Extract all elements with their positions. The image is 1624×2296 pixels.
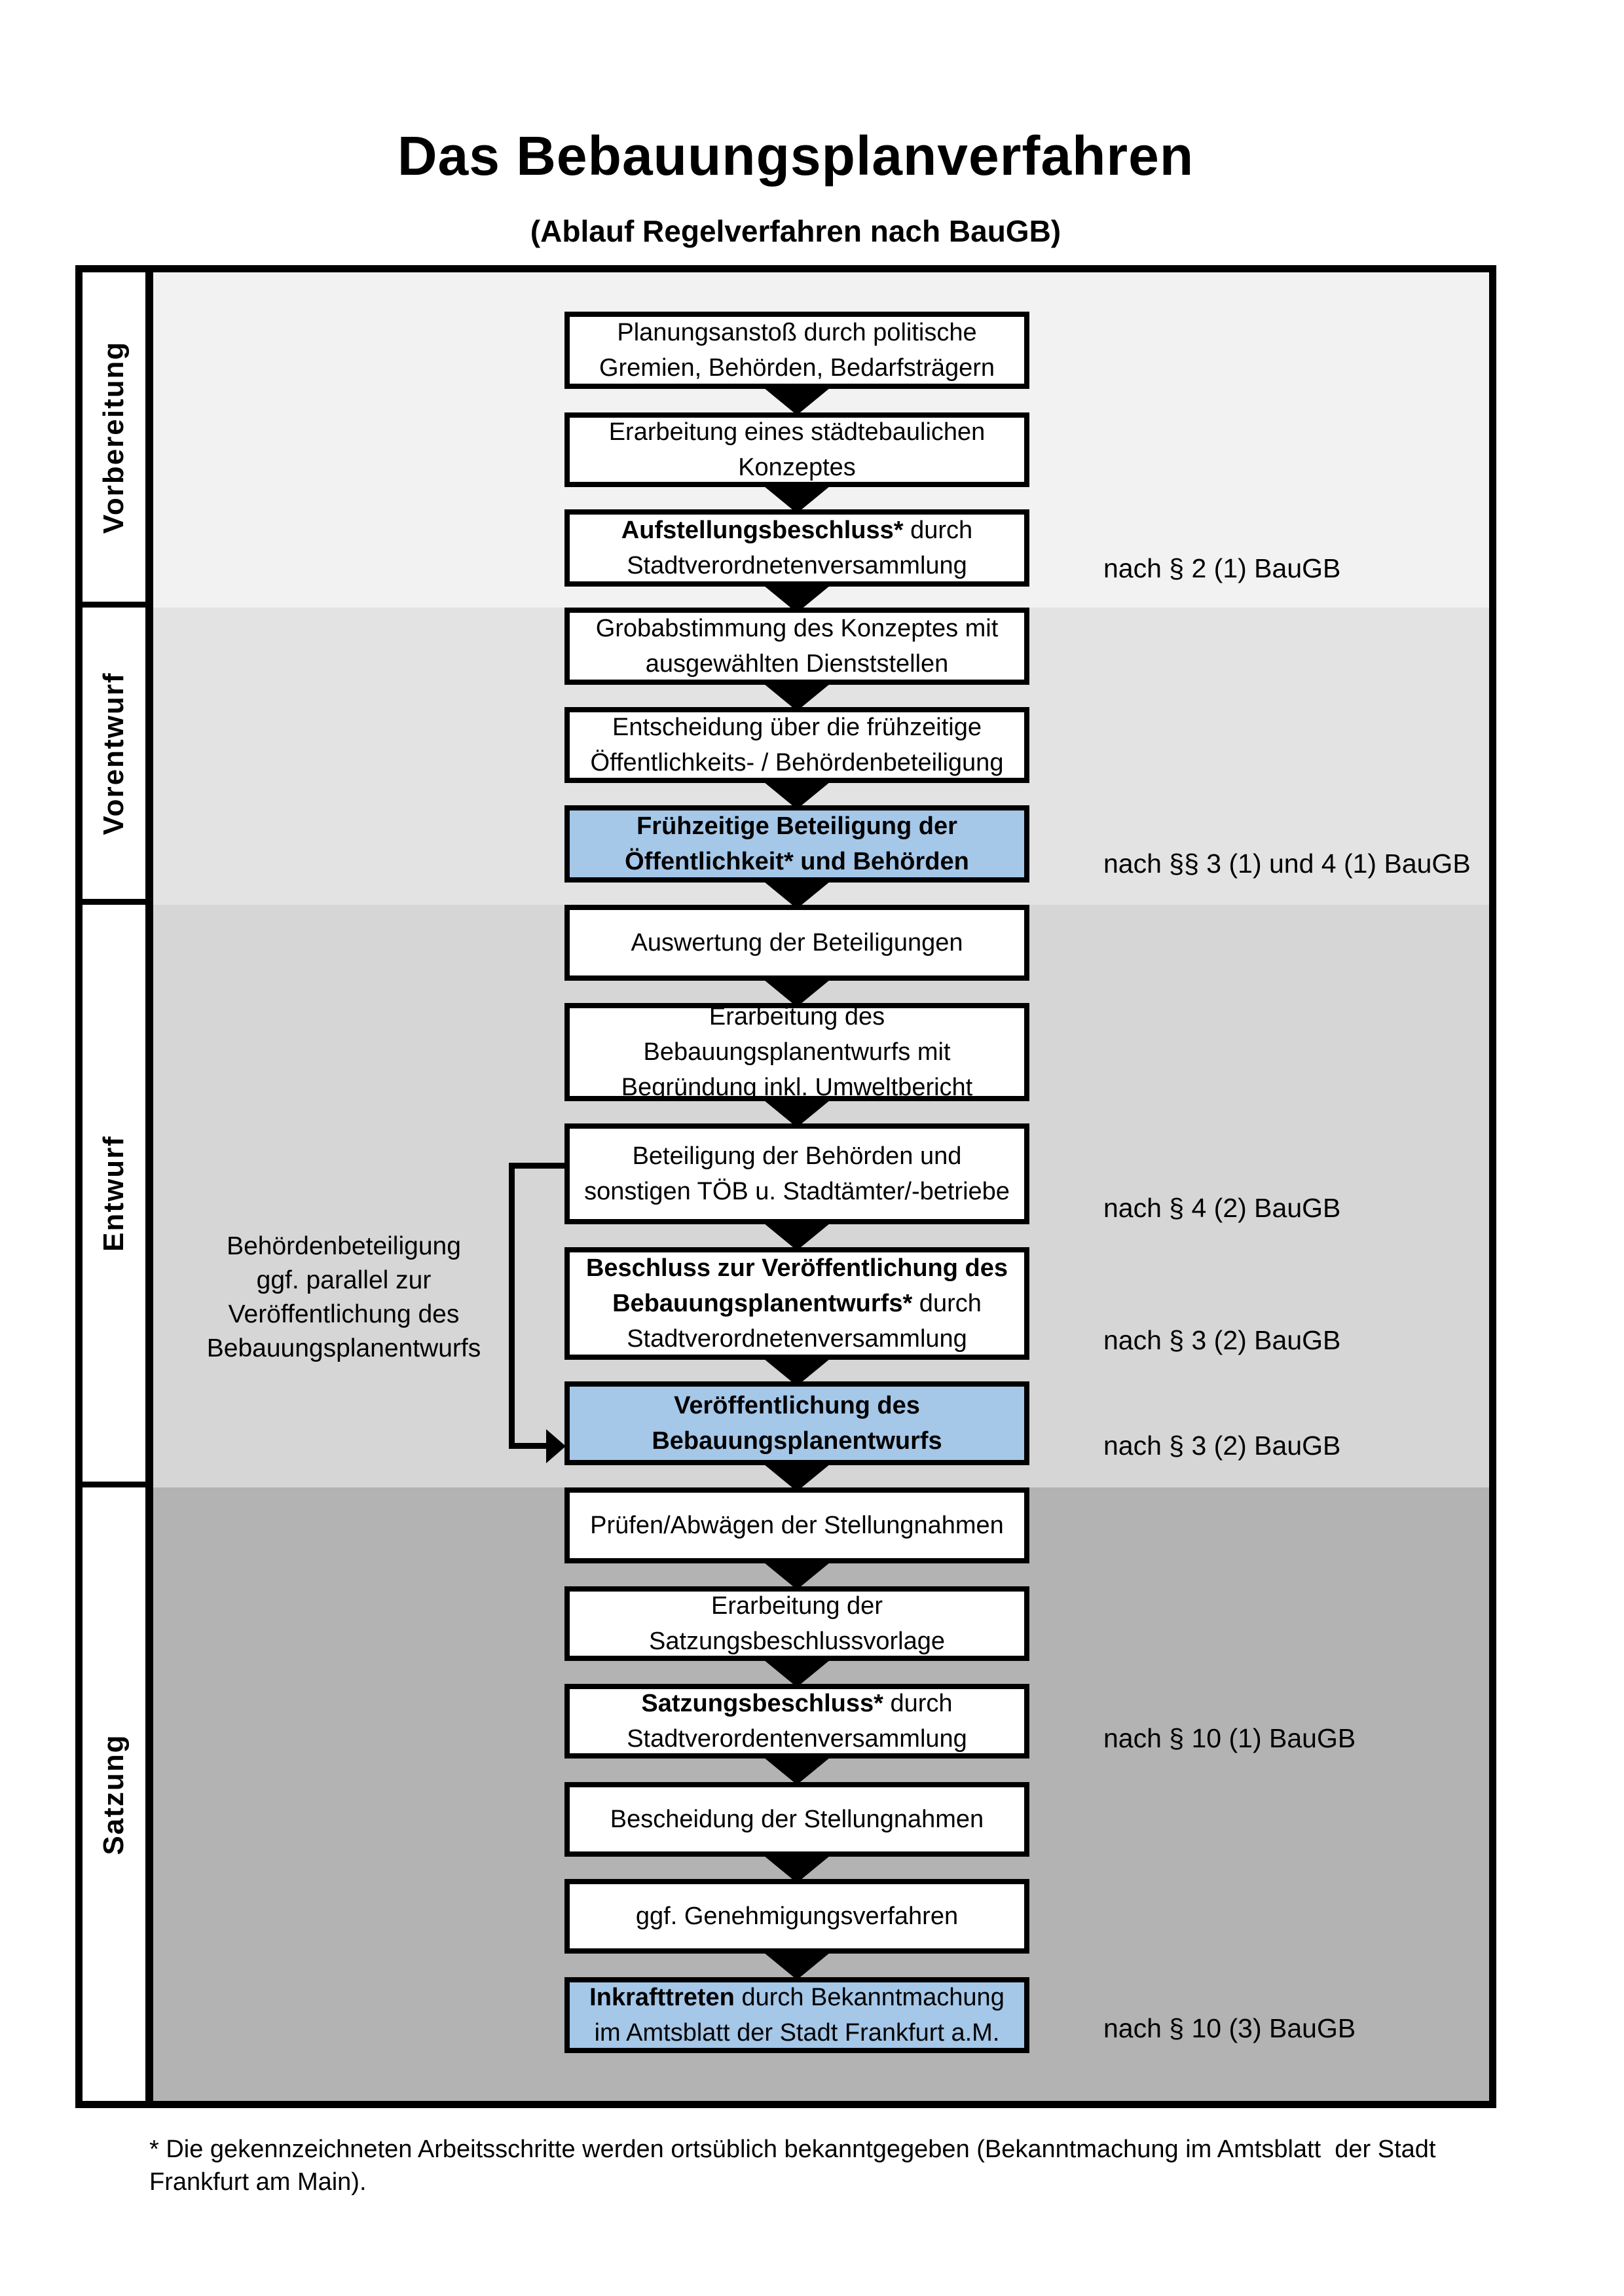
step-text: Bescheidung der Stellungnahmen: [610, 1806, 984, 1833]
step-text: Auswertung der Beteiligungen: [631, 929, 963, 957]
flow-arrow-down-icon: [760, 779, 834, 809]
legal-reference: nach § 3 (2) BauGB: [1103, 1430, 1341, 1461]
legal-reference: nach § 10 (3) BauGB: [1103, 2013, 1356, 2043]
bracket-line-vertical: [509, 1163, 515, 1449]
phase-cell-entwurf: Entwurf: [83, 905, 145, 1487]
phase-cell-vorbereitung: Vorbereitung: [83, 272, 145, 608]
phase-label-entwurf: Entwurf: [98, 1135, 130, 1252]
legal-reference: nach § 2 (1) BauGB: [1103, 553, 1341, 583]
flow-arrow-down-icon: [760, 977, 834, 1007]
side-note-line: Bebauungsplanentwurfs: [206, 1334, 481, 1362]
flow-arrow-down-icon: [760, 1853, 834, 1883]
legal-reference: nach §§ 3 (1) und 4 (1) BauGB: [1103, 848, 1471, 879]
step-pruefen-abwaegen: Prüfen/Abwägen der Stellungnahmen: [564, 1487, 1029, 1563]
flow-arrow-down-icon: [760, 1097, 834, 1127]
legal-reference: nach § 3 (2) BauGB: [1103, 1325, 1341, 1355]
step-bescheidung: Bescheidung der Stellungnahmen: [564, 1782, 1029, 1857]
phase-label-column: Vorbereitung Vorentwurf Entwurf Satzung: [83, 272, 145, 2101]
flow-arrow-down-icon: [760, 1950, 834, 1980]
phase-label-vorbereitung: Vorbereitung: [98, 340, 130, 534]
phase-label-satzung: Satzung: [98, 1733, 130, 1855]
page-subtitle: (Ablauf Regelverfahren nach BauGB): [530, 214, 1061, 248]
legal-reference: nach § 10 (1) BauGB: [1103, 1723, 1356, 1753]
flow-arrow-down-icon: [760, 483, 834, 513]
footnote-line-2: Frankfurt am Main).: [149, 2168, 367, 2196]
phase-cell-vorentwurf: Vorentwurf: [83, 608, 145, 905]
step-text: ggf. Genehmigungsverfahren: [635, 1903, 959, 1930]
step-text: Prüfen/Abwägen der Stellungnahmen: [590, 1512, 1004, 1539]
step-auswertung: Auswertung der Beteiligungen: [564, 905, 1029, 981]
flow-arrow-down-icon: [760, 1755, 834, 1785]
page-title: Das Bebauungsplanverfahren: [397, 125, 1194, 187]
flow-arrow-down-icon: [760, 385, 834, 415]
phase-cell-satzung: Satzung: [83, 1487, 145, 2101]
bracket-arrow-right-icon: [546, 1429, 566, 1463]
step-genehmigungsverfahren: ggf. Genehmigungsverfahren: [564, 1879, 1029, 1954]
flow-arrow-down-icon: [760, 1461, 834, 1491]
side-note-line: ggf. parallel zur: [256, 1266, 432, 1294]
side-note-line: Veröffentlichung des: [228, 1300, 460, 1328]
flow-arrow-down-icon: [760, 1657, 834, 1687]
flow-arrow-down-icon: [760, 879, 834, 909]
flow-arrow-down-icon: [760, 681, 834, 711]
flow-arrow-down-icon: [760, 1220, 834, 1250]
flow-arrow-down-icon: [760, 1559, 834, 1590]
footnote-line-1: * Die gekennzeichneten Arbeitsschritte w…: [149, 2136, 1436, 2163]
side-note-behoerdenbeteiligung: Behördenbeteiligung ggf. parallel zur Ve…: [203, 1230, 485, 1366]
phase-label-vorentwurf: Vorentwurf: [98, 672, 130, 835]
column-divider: [145, 272, 153, 2101]
bracket-line-bottom: [509, 1443, 549, 1449]
side-note-line: Behördenbeteiligung: [227, 1232, 461, 1260]
flow-arrow-down-icon: [760, 1356, 834, 1386]
bracket-line-top: [509, 1163, 570, 1169]
legal-reference: nach § 4 (2) BauGB: [1103, 1193, 1341, 1223]
